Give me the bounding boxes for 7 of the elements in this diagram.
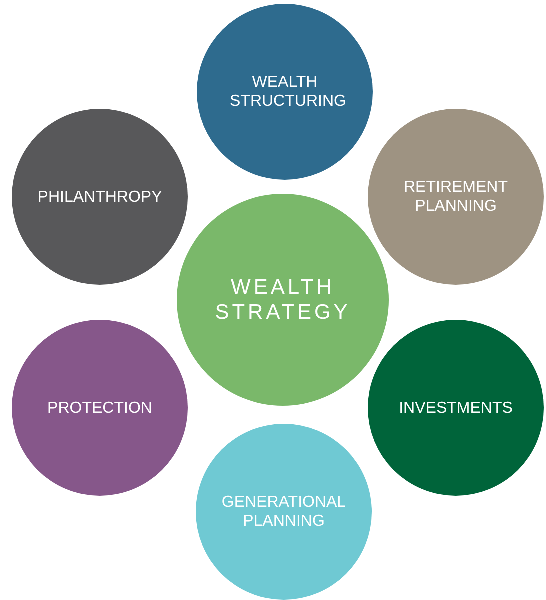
circle-label: WEALTH STRUCTURING [229, 73, 348, 111]
circle-label: INVESTMENTS [398, 398, 514, 418]
circle-label: GENERATIONAL PLANNING [220, 493, 348, 531]
circle-label: PROTECTION [46, 398, 154, 418]
circle-label: RETIREMENT PLANNING [403, 178, 509, 216]
circle-label: WEALTH STRATEGY [214, 275, 352, 325]
circle-label: PHILANTHROPY [36, 188, 164, 206]
